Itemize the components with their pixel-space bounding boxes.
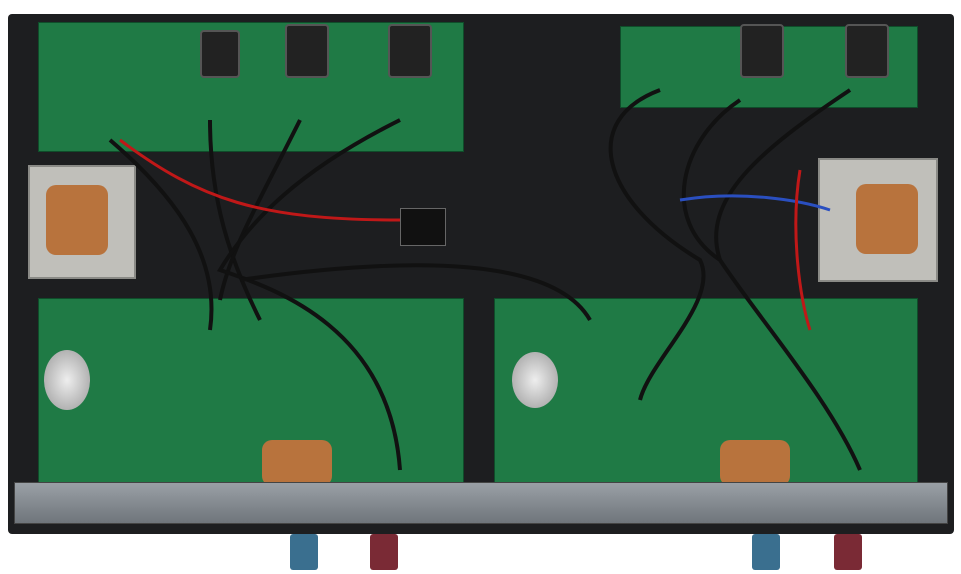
transformer-right: [818, 158, 938, 282]
knob: [370, 534, 398, 570]
knob: [752, 534, 780, 570]
jack: [388, 24, 432, 78]
front-panel: [14, 482, 948, 524]
transformer-left: [28, 165, 136, 279]
pcb-bottom-right: [494, 298, 918, 492]
jack: [845, 24, 889, 78]
capacitor: [512, 352, 558, 408]
capacitor: [44, 350, 90, 410]
transformer-coil: [46, 185, 108, 255]
jack: [200, 30, 240, 78]
knob: [834, 534, 862, 570]
output-transformer: [262, 440, 332, 486]
transformer-coil: [856, 184, 918, 254]
heatsink: [400, 208, 446, 246]
output-transformer: [720, 440, 790, 486]
pcb-bottom-left: [38, 298, 464, 492]
jack: [740, 24, 784, 78]
jack: [285, 24, 329, 78]
knob: [290, 534, 318, 570]
